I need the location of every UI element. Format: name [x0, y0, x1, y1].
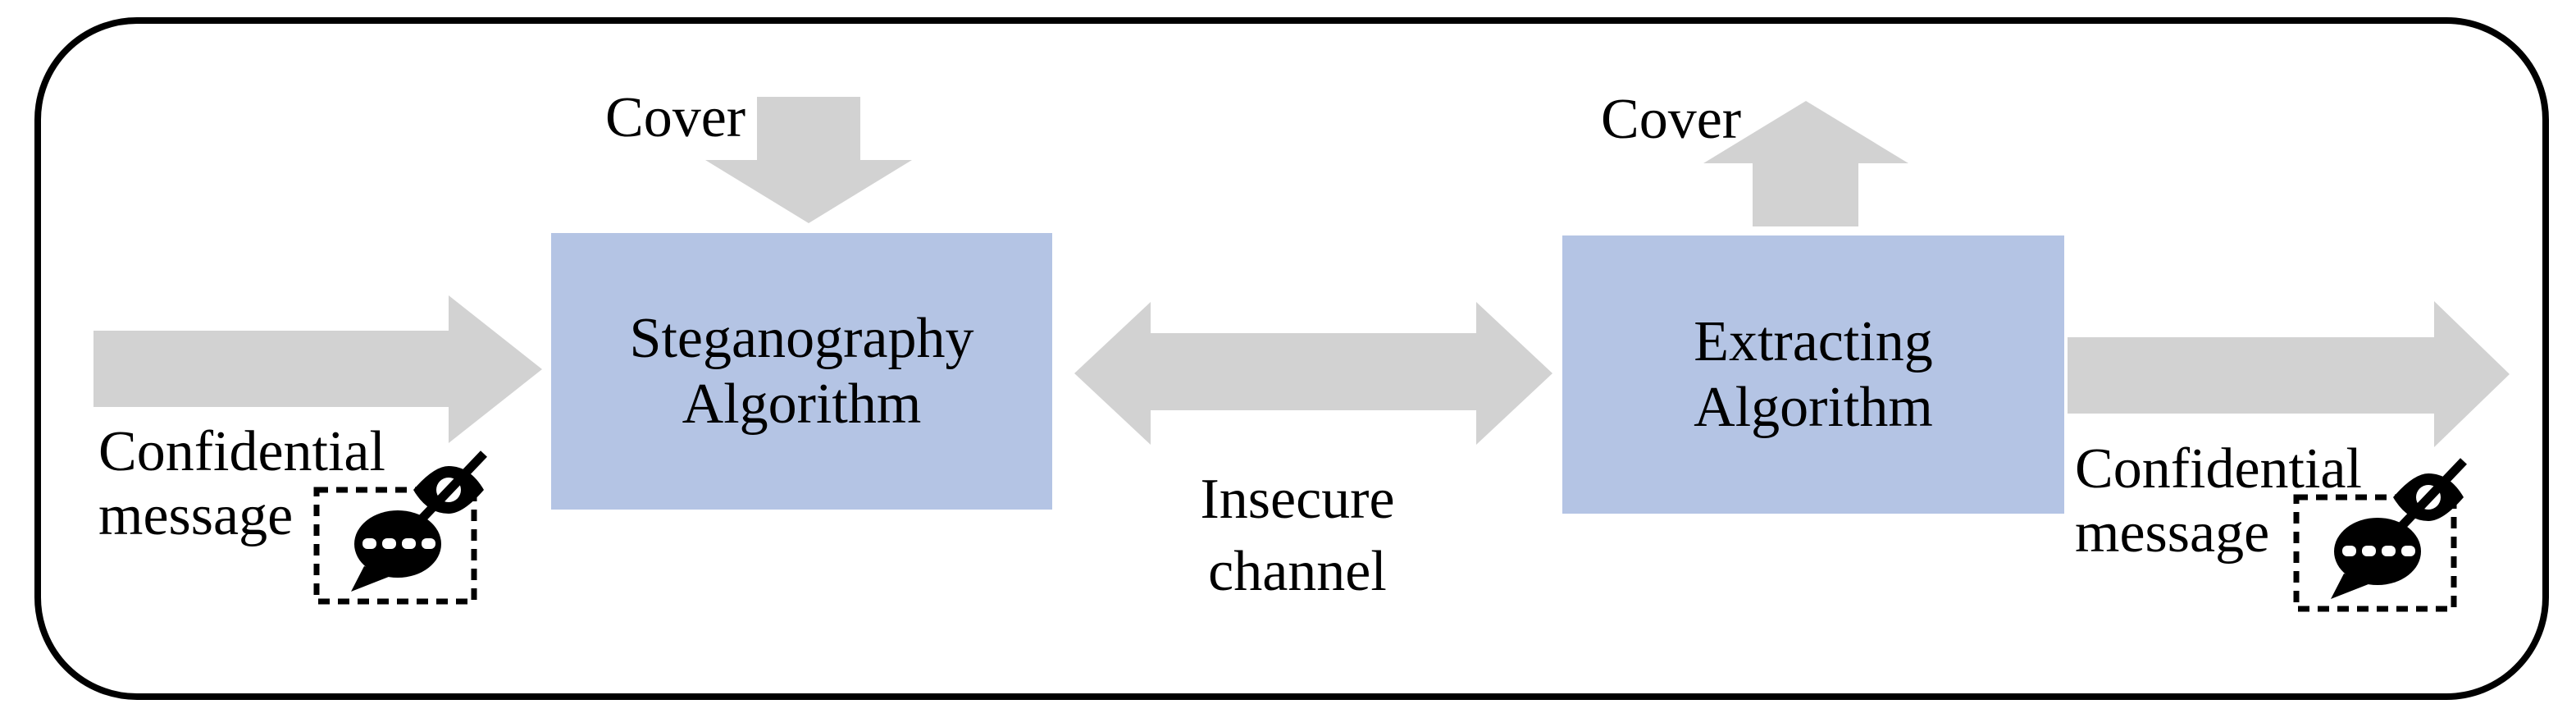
dashed-box	[313, 487, 477, 605]
eye-off-icon	[2392, 458, 2467, 536]
arrow-shape	[1703, 101, 1908, 226]
label-line: message	[2075, 501, 2270, 565]
diagram-frame	[34, 17, 2549, 700]
steganography-algorithm-box: Steganography Algorithm	[551, 233, 1052, 510]
double-headed-block-arrow	[1074, 302, 1552, 445]
cover-label-right: Cover	[1601, 88, 1742, 151]
right-block-arrow	[2068, 301, 2510, 447]
cover-label-left: Cover	[605, 86, 746, 149]
label-line: channel	[1208, 540, 1387, 603]
extracting-algorithm-box: Extracting Algorithm	[1562, 235, 2064, 514]
box-label-line: Steganography	[629, 306, 974, 370]
bubble-dashes	[2342, 546, 2415, 556]
arrow-shape	[2068, 301, 2510, 447]
eye-off-icon	[413, 450, 487, 528]
hidden-message-icon	[2293, 458, 2467, 612]
arrow-shape	[93, 295, 542, 443]
label-line: message	[98, 484, 294, 547]
box-label-line: Algorithm	[1694, 375, 1933, 439]
confidential-message-label-right: Confidential message	[2075, 437, 2362, 565]
confidential-message-label-left: Confidential message	[98, 420, 385, 548]
label-line: Confidential	[2075, 437, 2362, 501]
dashed-box	[2293, 494, 2457, 612]
down-block-arrow	[705, 97, 912, 223]
box-label-line: Extracting	[1694, 309, 1933, 373]
up-block-arrow	[1703, 101, 1908, 226]
right-block-arrow	[93, 295, 542, 443]
bubble-dashes	[362, 538, 435, 549]
insecure-channel-label: Insecure channel	[1117, 464, 1478, 608]
label-line: Insecure	[1200, 468, 1395, 531]
label-line: Confidential	[98, 420, 385, 483]
hidden-message-icon	[313, 450, 487, 605]
arrow-shape	[1074, 302, 1552, 445]
arrow-shape	[705, 97, 912, 223]
box-label-line: Algorithm	[682, 372, 922, 436]
